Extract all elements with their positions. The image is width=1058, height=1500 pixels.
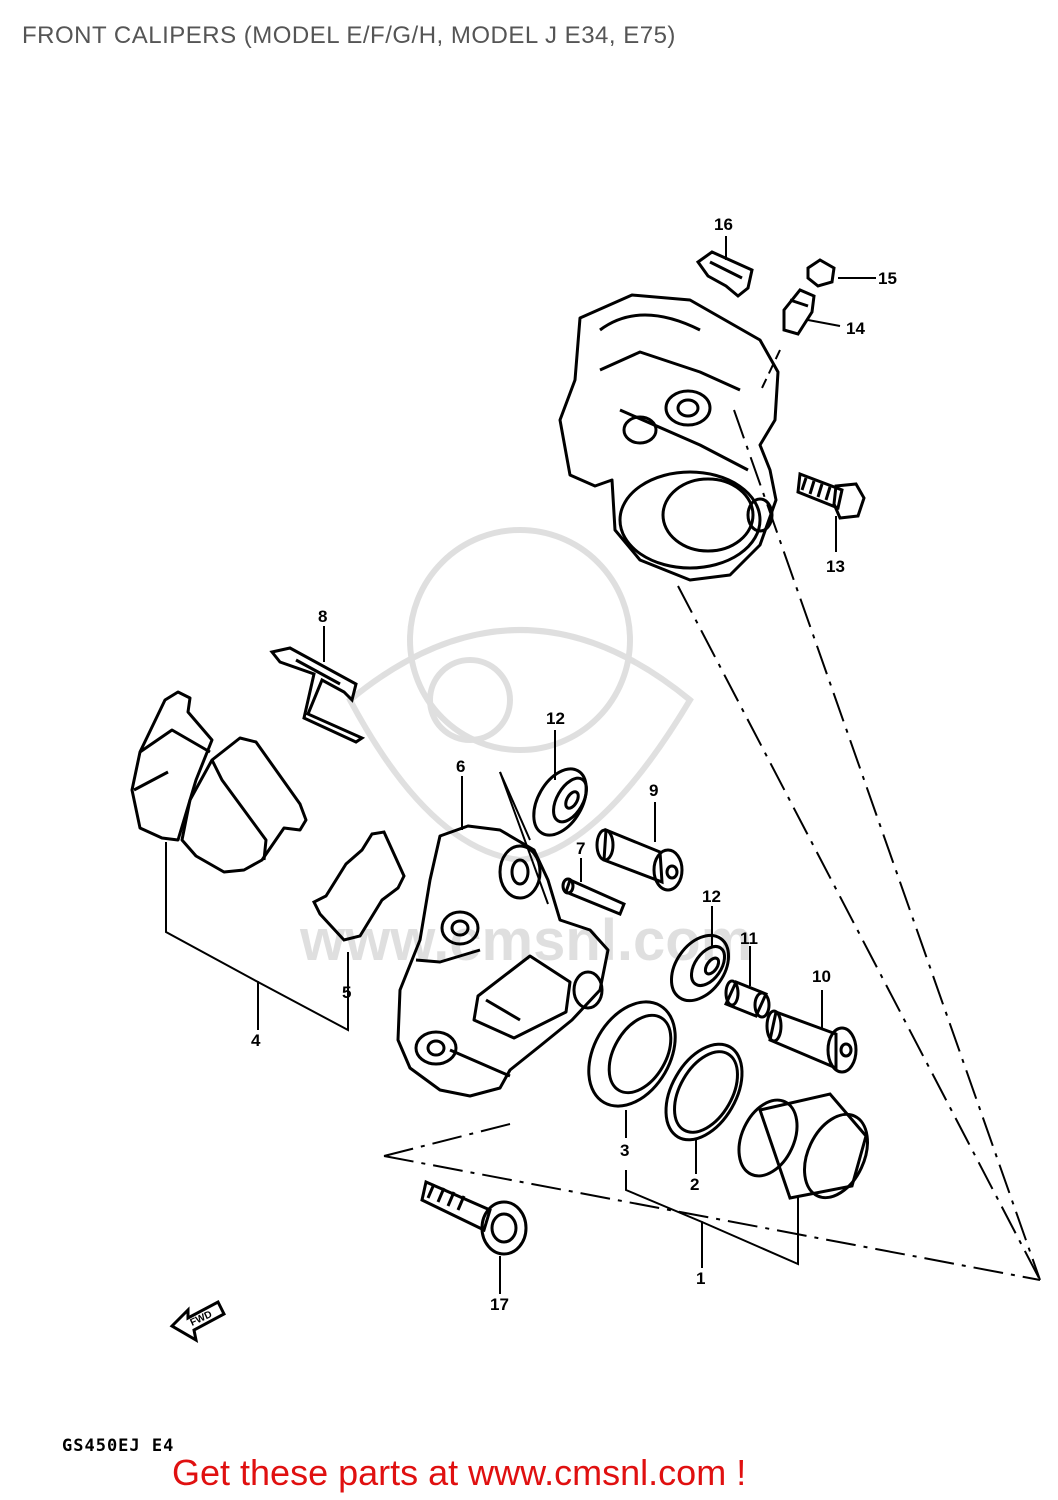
part-12-boot-upper	[532, 767, 588, 837]
part-17-bolt	[420, 1179, 528, 1256]
leader-lines	[165, 236, 1041, 1294]
watermark-text: www.cmsnl.com	[299, 908, 752, 973]
callout-11: 11	[740, 929, 758, 948]
part-10-caliper-pin	[765, 1009, 858, 1074]
part-9-caliper-pin	[595, 827, 684, 892]
callout-9: 9	[649, 781, 658, 800]
callout-1: 1	[696, 1269, 705, 1288]
fwd-arrow-icon: FWD	[169, 1299, 226, 1343]
part-6-caliper-body	[396, 824, 610, 1098]
part-1-piston	[737, 1092, 869, 1200]
callout-17: 17	[490, 1295, 509, 1314]
callout-14: 14	[846, 319, 865, 338]
callout-8: 8	[318, 607, 327, 626]
part-2-piston-seal	[664, 1042, 744, 1142]
part-8-pad-spring	[269, 646, 366, 744]
callout-7: 7	[576, 839, 585, 858]
diagram-title: FRONT CALIPERS (MODEL E/F/G/H, MODEL J E…	[22, 22, 676, 49]
part-7-sleeve-pin	[561, 877, 626, 916]
part-13-bolt	[796, 471, 866, 520]
callout-15: 15	[878, 269, 897, 288]
part-14-bleeder-valve	[782, 288, 816, 336]
callout-10: 10	[812, 967, 831, 986]
callout-2: 2	[690, 1175, 699, 1194]
callout-4: 4	[251, 1031, 261, 1050]
model-code: GS450EJ E4	[62, 1436, 175, 1456]
part-5-pad-shim	[311, 830, 406, 942]
callout-13: 13	[826, 557, 845, 576]
callout-6: 6	[456, 757, 465, 776]
callout-12a: 12	[546, 709, 565, 728]
part-3-dust-seal	[587, 1000, 677, 1108]
part-16-pad-spring	[695, 250, 754, 298]
cmsnl-link[interactable]: Get these parts at www.cmsnl.com !	[172, 1452, 747, 1493]
part-12-boot-lower	[669, 933, 731, 1003]
callout-5: 5	[342, 983, 351, 1002]
callout-12b: 12	[702, 887, 721, 906]
callout-3: 3	[620, 1141, 629, 1160]
callout-16: 16	[714, 215, 733, 234]
part-4-brake-pads	[130, 690, 308, 874]
callout-labels: 16 15 14 13 8 12 6 9 7 12 11 10 5 4 3 2 …	[251, 215, 897, 1314]
part-11-bushing	[723, 979, 771, 1019]
caliper-bracket-upper	[558, 293, 780, 582]
part-15-bleeder-cap	[806, 258, 836, 288]
